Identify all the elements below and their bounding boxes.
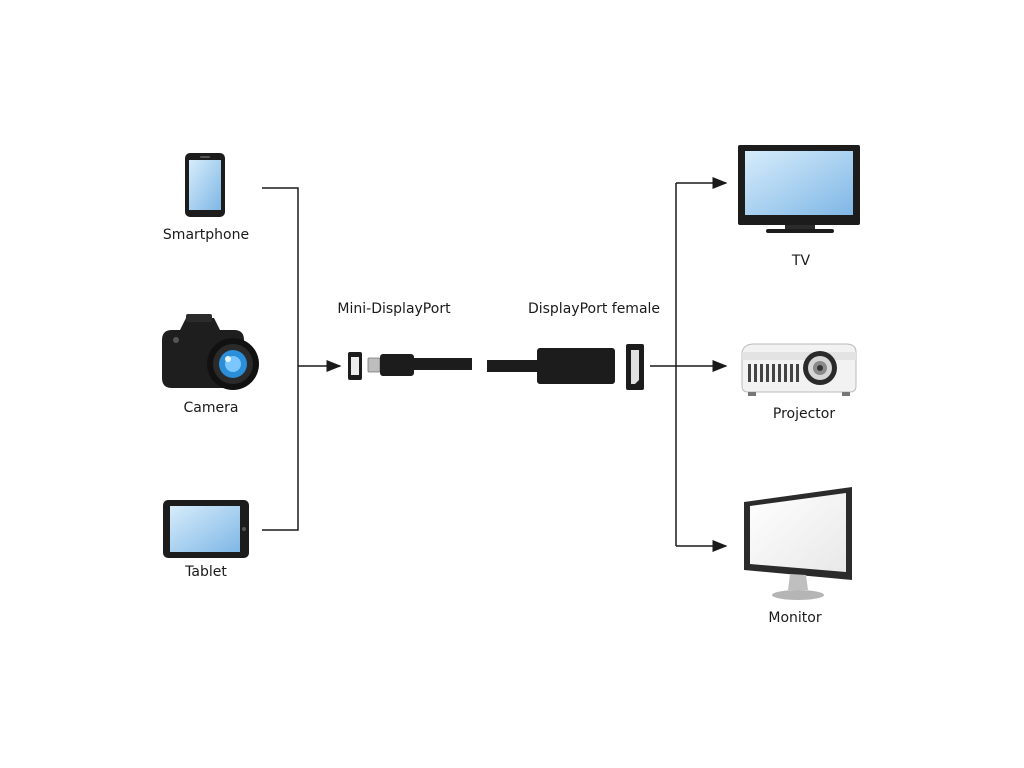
- tv-icon: [738, 145, 860, 233]
- tablet-label: Tablet: [185, 564, 227, 580]
- monitor-label: Monitor: [768, 610, 822, 626]
- displayport-female-label: DisplayPort female: [527, 301, 661, 317]
- camera-icon: [162, 314, 259, 390]
- camera-label: Camera: [183, 400, 239, 416]
- tv-label: TV: [791, 253, 811, 269]
- smartphone-icon: [185, 153, 225, 217]
- smartphone-label: Smartphone: [162, 227, 250, 243]
- tablet-icon: [163, 500, 249, 558]
- projector-icon: [741, 343, 857, 396]
- mini-displayport-label: Mini-DisplayPort: [337, 301, 451, 317]
- output-connector-lines: [650, 177, 728, 552]
- mini-displayport-connector: [348, 352, 472, 380]
- displayport-female-adapter: [487, 344, 644, 390]
- monitor-icon: [744, 487, 852, 600]
- input-connector-lines: [262, 187, 342, 531]
- source-bracket-line: [262, 187, 299, 531]
- projector-label: Projector: [772, 406, 836, 422]
